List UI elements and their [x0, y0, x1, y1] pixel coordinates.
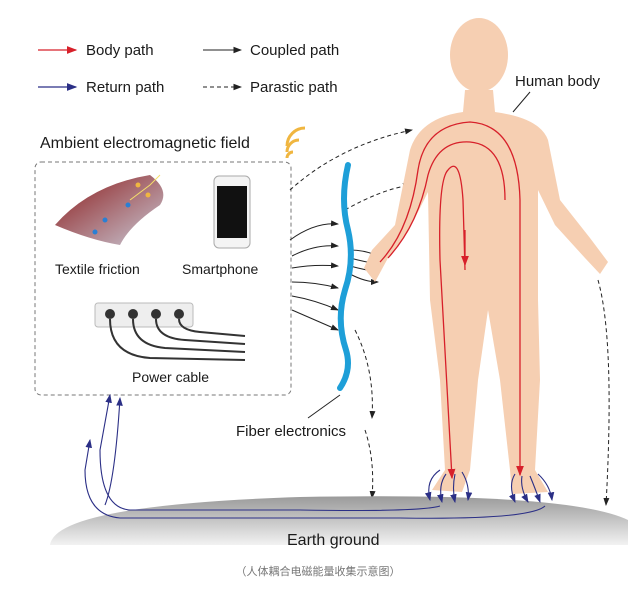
smartphone-label: Smartphone [182, 261, 258, 277]
legend-return-path: Return path [86, 79, 164, 96]
legend-body-path: Body path [86, 42, 154, 59]
legend-parastic-path: Parastic path [250, 79, 338, 96]
earth-ground [50, 496, 628, 545]
coupled-path-arrows [289, 220, 379, 331]
human-body-pointer-line [512, 91, 531, 113]
textile-friction-label: Textile friction [55, 261, 140, 277]
smartphone-icon [213, 175, 251, 249]
legend-coupled-path: Coupled path [250, 42, 339, 59]
human-body-label: Human body [515, 73, 601, 90]
earth-ground-label: Earth ground [287, 532, 380, 549]
textile-friction-image [55, 174, 164, 245]
fiber-pointer-line [307, 394, 341, 419]
body-path-arrows [379, 121, 524, 480]
fiber-electronics [337, 162, 354, 391]
power-strip-icon [94, 302, 246, 361]
return-path-arrows [84, 393, 555, 519]
power-cable-label: Power cable [132, 369, 209, 385]
fiber-electronics-label: Fiber electronics [236, 423, 346, 440]
ambient-field-title: Ambient electromagnetic field [40, 135, 250, 152]
ambient-field-box [34, 161, 292, 396]
human-body [364, 90, 608, 494]
human-head [450, 18, 508, 92]
figure-caption: （人体耦合电磁能量收集示意图） [236, 564, 401, 578]
legend: Body path Coupled path Return path Paras… [38, 42, 339, 96]
wifi-icon [285, 126, 306, 159]
